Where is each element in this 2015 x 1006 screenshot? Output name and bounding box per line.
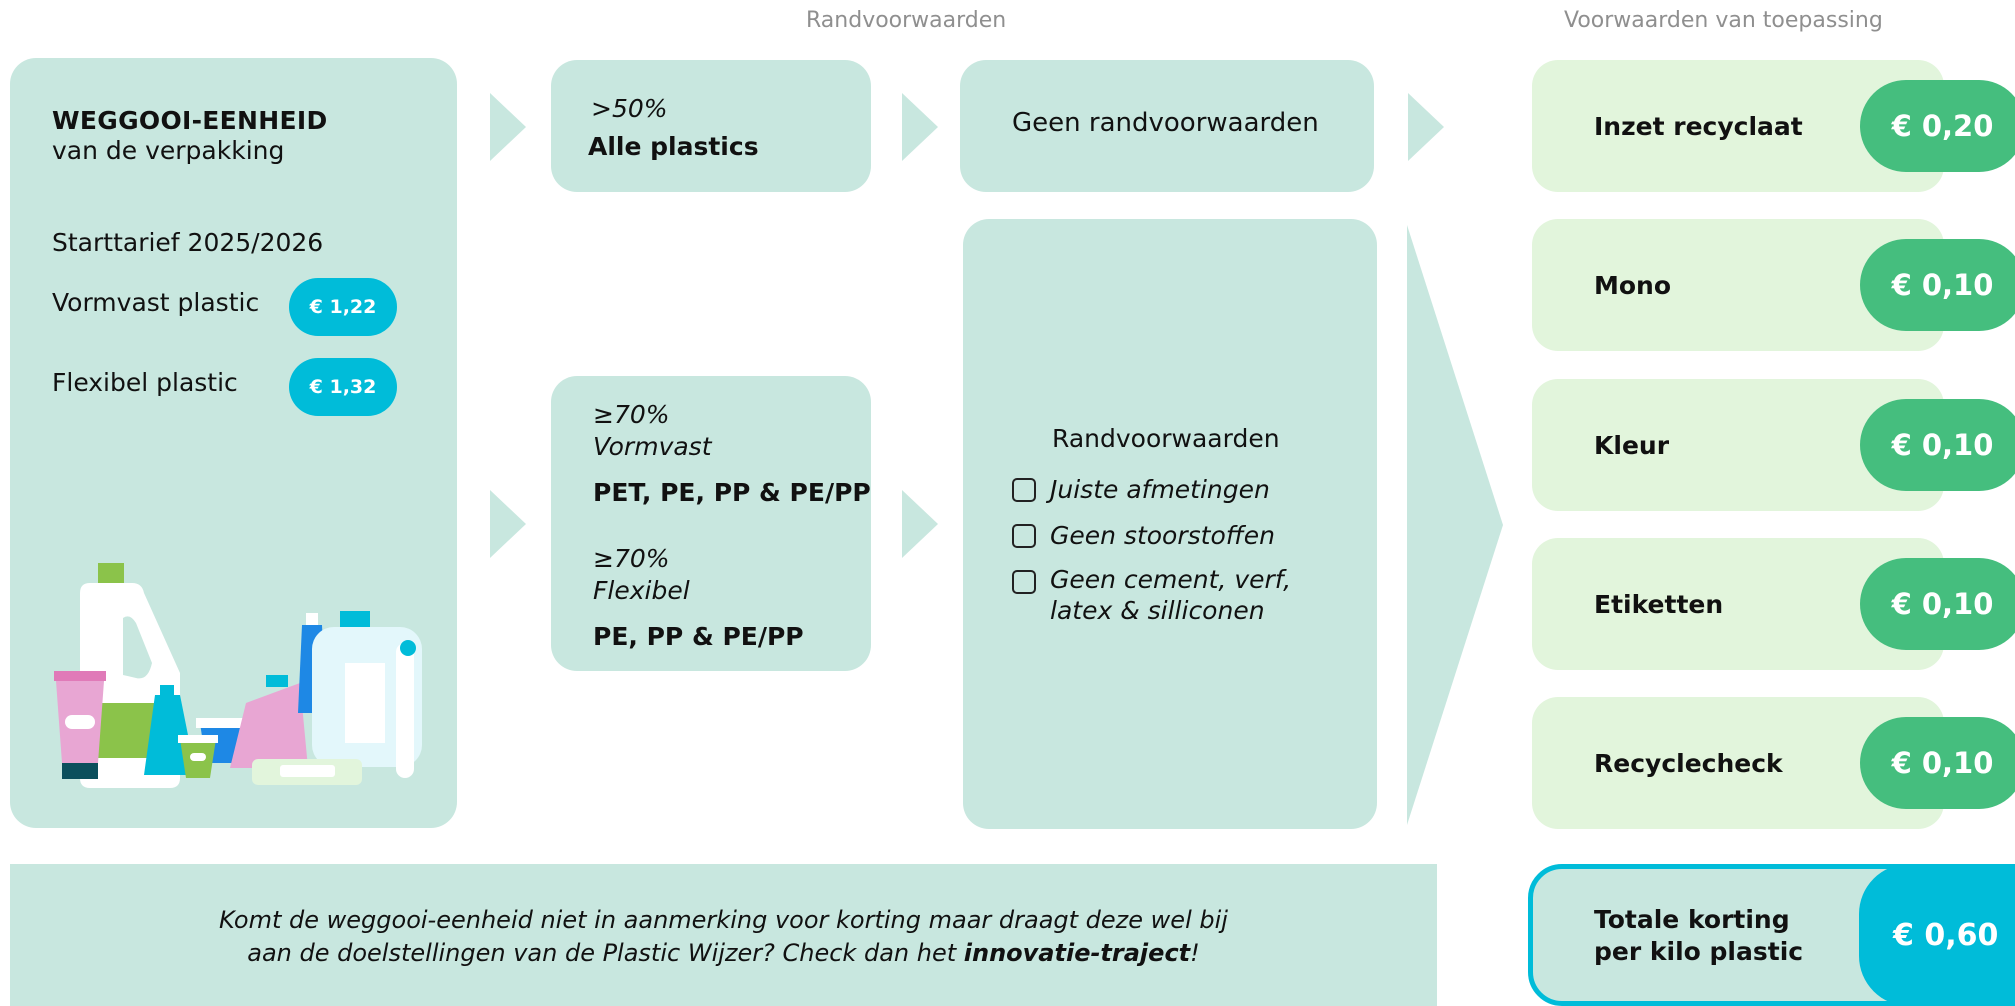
flex-label: Flexibel [593, 576, 690, 605]
arrow-right-icon [490, 490, 526, 558]
footer-line-1: Komt de weggooi-eenheid niet in aanmerki… [219, 906, 1228, 934]
benefit-value: € 0,10 [1860, 558, 2015, 650]
conditions-title: Randvoorwaarden [1052, 424, 1280, 453]
packaging-illustration [54, 563, 422, 788]
benefit-value: € 0,10 [1860, 717, 2015, 809]
condition-contaminants: Geen stoorstoffen [1012, 521, 1275, 550]
flex-materials: PE, PP & PE/PP [593, 622, 804, 651]
condition-dimensions: Juiste afmetingen [1012, 475, 1270, 504]
top-material-box: >50% Alle plastics [551, 60, 871, 192]
unit-subtitle: van de verpakking [52, 136, 285, 165]
benefit-label: Mono [1594, 270, 1672, 300]
benefit-value: € 0,10 [1860, 239, 2015, 331]
footer-line-2: aan de doelstellingen van de Plastic Wij… [247, 939, 1200, 967]
top-percent: >50% [591, 94, 668, 123]
flex-percent: ≥70% [593, 544, 670, 573]
benefit-label: Inzet recyclaat [1594, 111, 1803, 141]
bottom-material-box: ≥70% Vormvast PET, PE, PP & PE/PP ≥70% F… [551, 376, 871, 671]
conditions-box: Randvoorwaarden Juiste afmetingen Geen s… [963, 219, 1377, 829]
funnel-arrow-icon [1407, 225, 1503, 825]
benefit-value: € 0,10 [1860, 399, 2015, 491]
checkbox-icon [1012, 570, 1036, 594]
benefit-value: € 0,20 [1860, 80, 2015, 172]
checkbox-icon [1012, 478, 1036, 502]
header-voorwaarden-toepassing: Voorwaarden van toepassing [1564, 8, 1883, 33]
rate-label-flexible: Flexibel plastic [52, 368, 238, 397]
total-discount-label: Totale korting per kilo plastic [1594, 905, 1804, 966]
no-conditions-box: Geen randvoorwaarden [960, 60, 1374, 192]
rigid-materials: PET, PE, PP & PE/PP [593, 478, 871, 507]
footer-bar [10, 864, 1437, 1006]
condition-cement: Geen cement, verf, latex & silliconen [1012, 565, 1291, 626]
rigid-label: Vormvast [593, 432, 712, 461]
checkbox-icon [1012, 524, 1036, 548]
rate-price-flexible: € 1,32 [289, 358, 397, 416]
rate-price-rigid: € 1,22 [289, 278, 397, 336]
footer-text: Komt de weggooi-eenheid niet in aanmerki… [10, 904, 1437, 970]
no-conditions-text: Geen randvoorwaarden [1012, 108, 1319, 138]
arrow-right-icon [1408, 93, 1444, 161]
top-materials: Alle plastics [588, 132, 759, 161]
header-randvoorwaarden: Randvoorwaarden [806, 8, 1007, 33]
benefit-label: Recyclecheck [1594, 748, 1783, 778]
rate-label-rigid: Vormvast plastic [52, 288, 260, 317]
arrow-right-icon [902, 93, 938, 161]
arrow-right-icon [490, 93, 526, 161]
unit-title: WEGGOOI-EENHEID [52, 106, 328, 135]
arrow-right-icon [902, 490, 938, 558]
rigid-percent: ≥70% [593, 400, 670, 429]
unit-card: WEGGOOI-EENHEID van de verpakking Startt… [10, 58, 457, 828]
innovation-track-link[interactable]: innovatie-traject [963, 939, 1191, 967]
benefit-label: Etiketten [1594, 589, 1724, 619]
benefit-label: Kleur [1594, 430, 1670, 460]
start-rate-label: Starttarief 2025/2026 [52, 228, 324, 257]
total-discount-value: € 0,60 [1859, 864, 2015, 1006]
